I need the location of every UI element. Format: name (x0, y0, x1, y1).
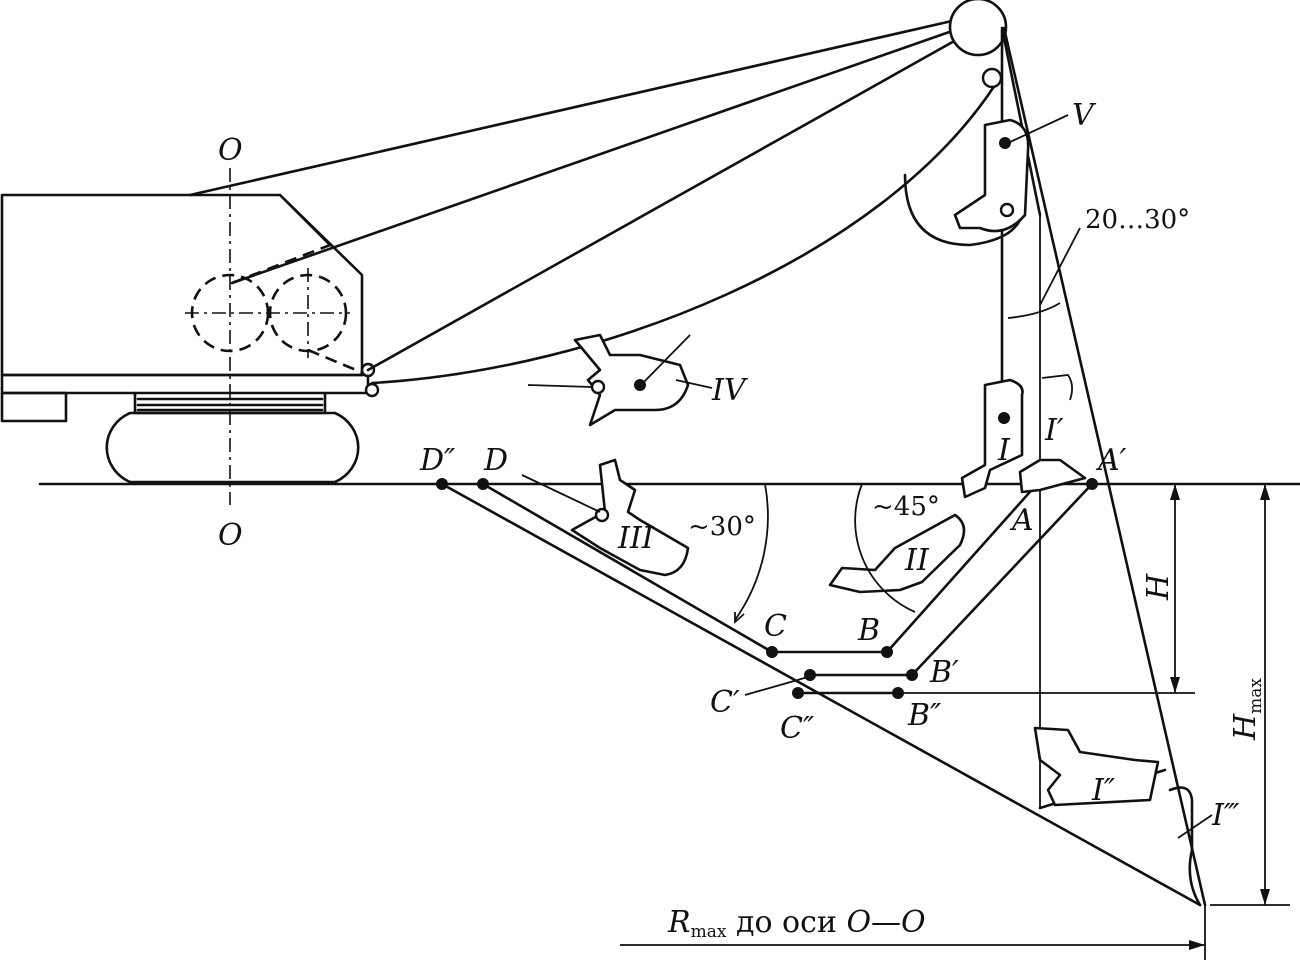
bucket-iv: IV (527, 333, 749, 427)
label-iii: III (617, 521, 655, 556)
label-v: V (1072, 98, 1097, 133)
winch-drum-right (268, 273, 348, 353)
bucket-ii: II (828, 513, 966, 594)
boom-head-sheave (948, 0, 1008, 57)
drag-fairlead (364, 382, 380, 398)
point-b (881, 646, 893, 658)
max-slope (440, 482, 1202, 907)
bucket-i2: I″ (1033, 726, 1160, 808)
point-labels: D″ D C C′ C″ B B′ B″ A A′ (419, 443, 1127, 746)
bucket-i1: I′ (1018, 374, 1087, 494)
drag-rope (370, 83, 997, 385)
label-iv: IV (711, 373, 749, 408)
cable-angle-line (1000, 26, 1042, 217)
housing-edge (278, 193, 332, 247)
point-b1 (906, 669, 918, 681)
dimensions: H Hmax Rmax до оси O—O (620, 483, 1290, 960)
label-rmax: Rmax до оси O—O (667, 905, 926, 942)
boom (366, 33, 967, 372)
label-angle-30: ~30° (688, 512, 756, 542)
axis-label-bottom: O (218, 518, 243, 553)
hoist-rope-upper (230, 28, 957, 285)
label-b: B (857, 613, 880, 648)
excavator-housing (0, 193, 364, 377)
label-i3: I‴ (1211, 798, 1240, 833)
label-c1: C′ (710, 685, 740, 720)
bucket-v: V (903, 98, 1097, 247)
crawler-track (105, 411, 360, 484)
label-a: A (1009, 503, 1034, 538)
bucket-i3: I‴ (1168, 786, 1240, 907)
excavator (0, 193, 380, 484)
angle-arc-30 (734, 483, 769, 621)
counterweight (0, 391, 68, 423)
point-a1 (1086, 478, 1098, 490)
label-i2: I″ (1091, 773, 1116, 808)
label-i1: I′ (1044, 413, 1064, 448)
point-c1 (804, 669, 816, 681)
label-i: I (997, 433, 1011, 468)
point-c (766, 646, 778, 658)
label-b2: B″ (907, 698, 942, 733)
dump-envelope-line (1002, 26, 1207, 907)
label-hmax: Hmax (1228, 678, 1266, 741)
bucket-i: I (960, 378, 1024, 499)
point-b2 (892, 687, 904, 699)
label-b1: B′ (929, 655, 959, 690)
angle-arc-45 (854, 483, 916, 613)
label-a1: A′ (1095, 443, 1127, 478)
angles: ~30° ~45° 20…30° (688, 205, 1190, 625)
label-d: D (483, 443, 508, 478)
point-d2 (436, 478, 448, 490)
label-c: C (764, 609, 787, 644)
boom-pendant (188, 16, 967, 197)
buckets: V I I′ II III (521, 98, 1240, 907)
boom-and-ropes (188, 0, 1207, 907)
label-c2: C″ (780, 711, 815, 746)
pit-profile-1 (481, 482, 1039, 654)
point-c2 (792, 687, 804, 699)
axis-label-top: O (218, 133, 243, 168)
turntable-platform (0, 373, 370, 395)
angle-arc-cable (1007, 302, 1061, 319)
label-h: H (1141, 573, 1176, 601)
label-d2: D″ (419, 443, 456, 478)
upper-sheave (981, 67, 1003, 89)
point-d (477, 478, 489, 490)
label-ii: II (904, 543, 930, 578)
label-angle-45: ~45° (872, 492, 940, 522)
label-angle-cable: 20…30° (1085, 205, 1190, 235)
bucket-iii: III (521, 458, 690, 577)
